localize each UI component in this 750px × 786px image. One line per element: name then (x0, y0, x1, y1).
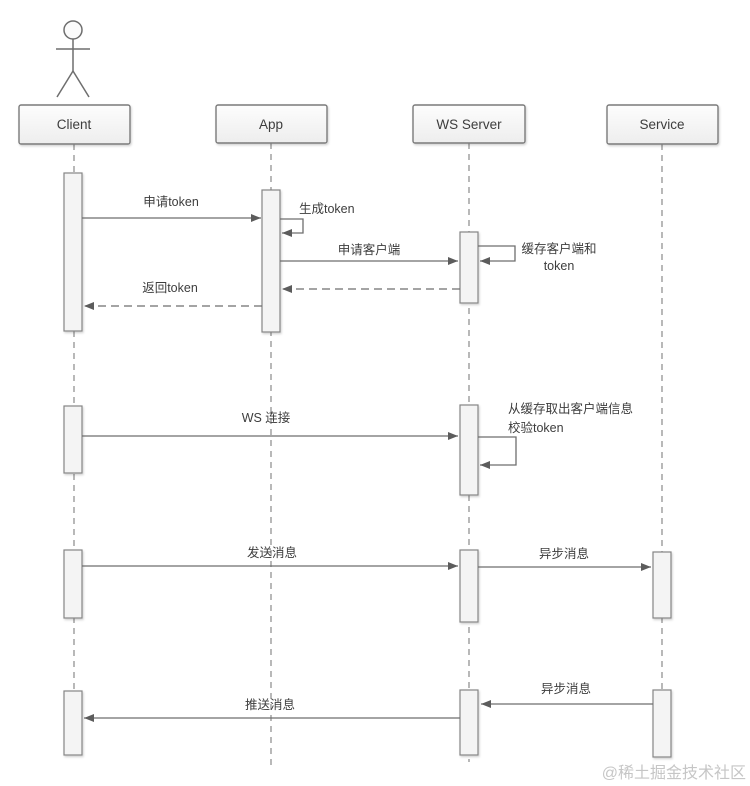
watermark: @稀土掘金技术社区 (602, 764, 746, 782)
participant-box-service (606, 104, 719, 145)
message-label-async-message-1: 异步消息 (539, 546, 589, 561)
message-label-cache-client-token-line2: token (544, 259, 575, 273)
activation-ws-2 (459, 404, 479, 496)
participant-box-client (18, 104, 131, 145)
message-label-push-message: 推送消息 (245, 697, 295, 712)
participant-client: Client (18, 104, 131, 145)
message-label-request-token: 申请token (143, 195, 199, 209)
activation-ws-3 (459, 549, 479, 623)
activation-ws-1 (459, 231, 479, 304)
activation-service-3 (652, 551, 672, 619)
actor-leg-left (56, 70, 74, 98)
activation-app-1 (261, 189, 281, 333)
message-label-generate-token: 生成token (299, 202, 355, 216)
actor-icon (56, 20, 90, 98)
activation-client-3 (63, 549, 83, 619)
activation-client-2 (63, 405, 83, 474)
activation-client-4 (63, 690, 83, 756)
participant-label-service: Service (639, 117, 684, 132)
message-arrow-verify-token (478, 436, 517, 469)
activation-service-4 (652, 689, 672, 758)
message-label-send-message: 发送消息 (247, 545, 297, 560)
participant-ws-server: WS Server (412, 104, 526, 144)
message-label-ws-connect: WS 连接 (242, 410, 291, 425)
participant-label-ws-server: WS Server (436, 117, 502, 132)
participant-box-app (215, 104, 328, 144)
actor-leg-right (72, 70, 90, 98)
actor-head (63, 20, 83, 40)
participant-app: App (215, 104, 328, 144)
message-label-verify-token-line1: 从缓存取出客户端信息 (508, 401, 633, 416)
message-label-cache-client-token-line1: 缓存客户端和 (521, 241, 596, 256)
participant-label-app: App (259, 117, 283, 132)
message-label-return-token: 返回token (142, 281, 198, 295)
participant-label-client: Client (57, 117, 92, 132)
message-arrow-cache-client-token (478, 245, 516, 265)
message-label-request-client: 申请客户端 (338, 242, 401, 257)
message-label-async-message-2: 异步消息 (541, 681, 591, 696)
lifelines (73, 143, 663, 765)
activation-bars (63, 172, 672, 758)
message-label-verify-token-line2: 校验token (508, 420, 564, 435)
messages: 申请token 生成token 申请客户端 缓存客户端和 token 返回tok… (82, 195, 653, 722)
participant-headers: Client App WS Server Service (18, 104, 719, 145)
activation-client-1 (63, 172, 83, 332)
activation-ws-4 (459, 689, 479, 756)
message-arrow-generate-token (280, 218, 304, 237)
participant-service: Service (606, 104, 719, 145)
participant-box-ws-server (412, 104, 526, 144)
